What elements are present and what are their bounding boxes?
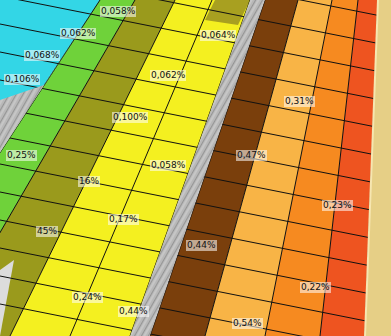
percent-label: 0,17% [108,214,139,225]
percent-label: 0,23% [322,200,353,211]
percent-label: 0,106% [4,74,40,85]
percent-label: 16% [78,176,100,187]
percent-label: 0,062% [150,70,186,81]
percent-label: 0,058% [100,6,136,17]
percent-label: 0,068% [24,50,60,61]
percent-label: 0,44% [186,240,217,251]
percent-label: 45% [36,226,58,237]
percent-label: 0,31% [284,96,315,107]
percent-label: 0,47% [236,150,267,161]
percent-label: 0,54% [232,318,263,329]
percent-label: 0,058% [150,160,186,171]
roof-edge [365,0,378,336]
percent-label: 0,25% [6,150,37,161]
percent-label: 0,22% [300,282,331,293]
percent-label: 0,064% [200,30,236,41]
percent-label: 0,062% [60,28,96,39]
percent-label: 0,24% [72,292,103,303]
percent-label: 0,100% [112,112,148,123]
percent-label: 0,44% [118,306,149,317]
